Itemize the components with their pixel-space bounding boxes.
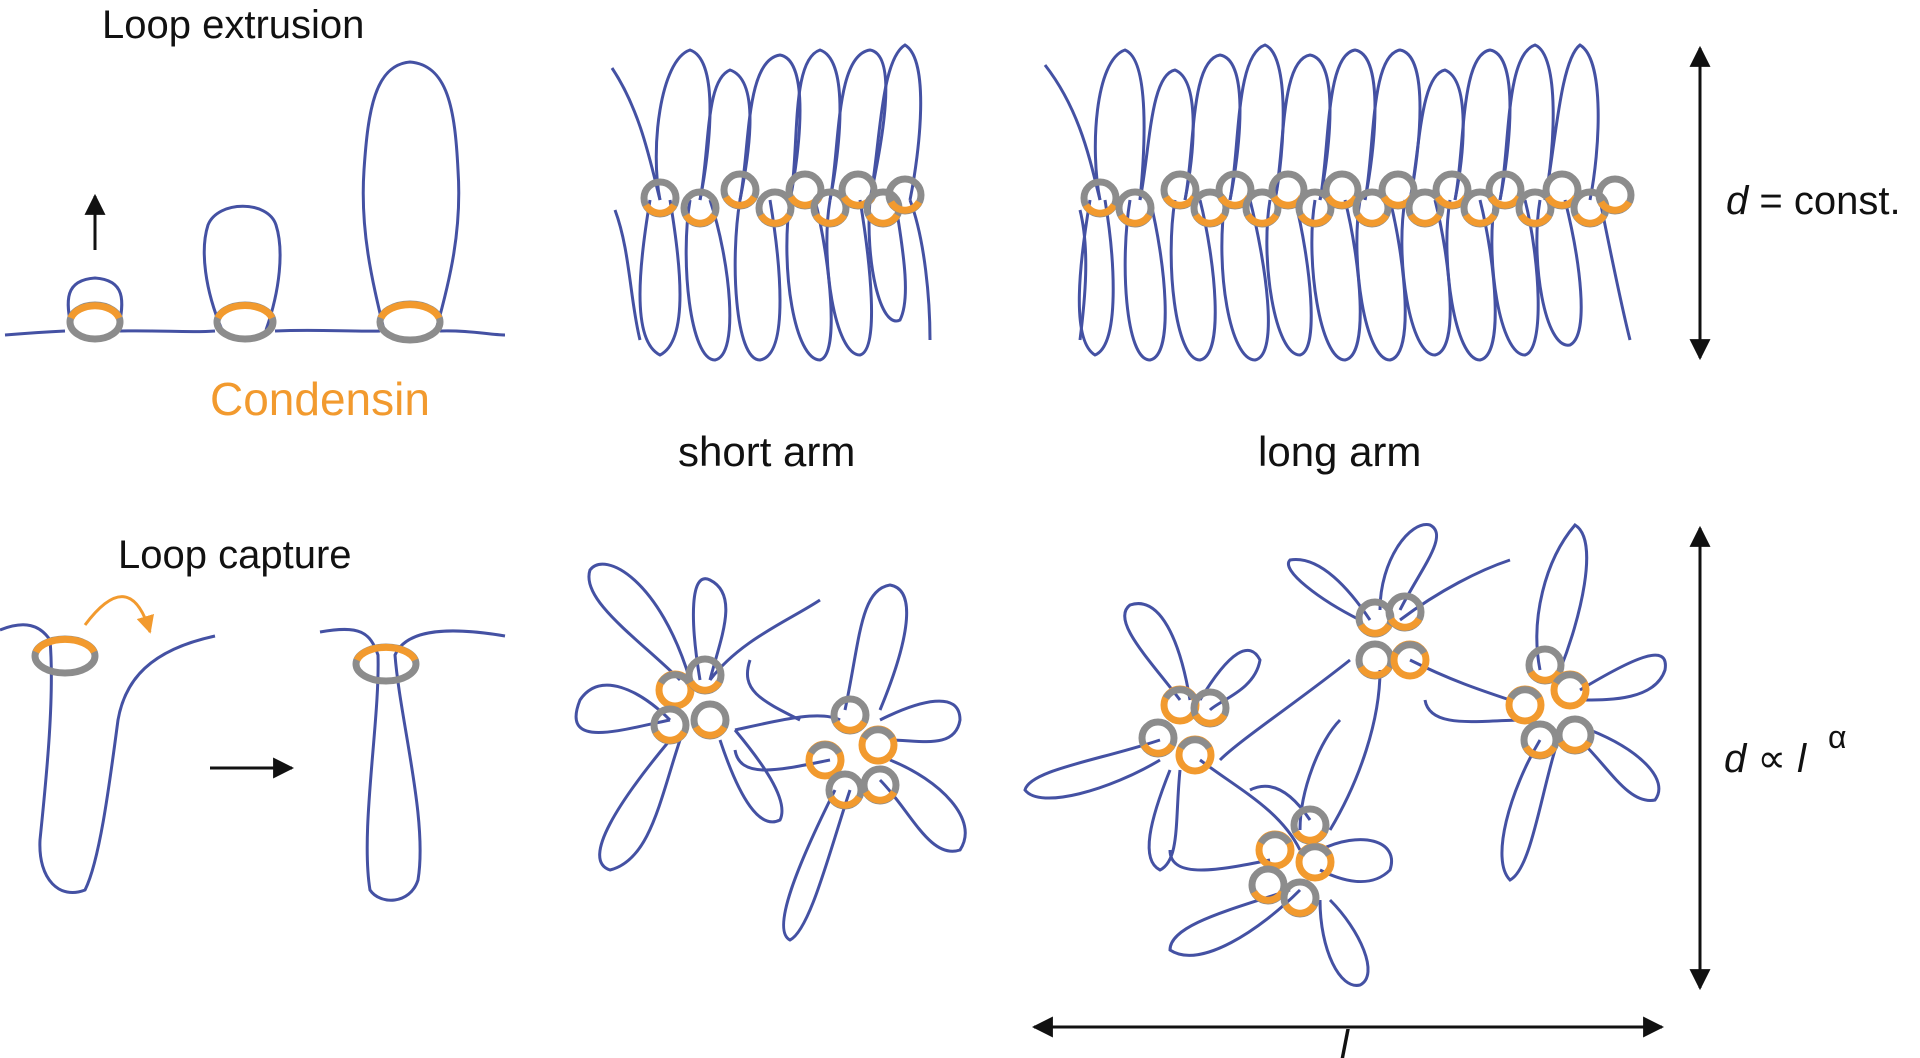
d-const-label: d = const. (1726, 179, 1901, 223)
extrusion-condensin-rings (66, 300, 444, 344)
short-arm-condensin-rings (640, 170, 925, 228)
extrusion-loop-large (361, 60, 461, 331)
condensin-label: Condensin (210, 373, 430, 425)
long-arm-extrusion (1043, 43, 1632, 362)
loop-extrusion-title: Loop extrusion (102, 3, 364, 47)
d-prop-d: d (1724, 737, 1748, 781)
capture-curved-arrow (83, 595, 154, 634)
long-arm-capture-rings (1138, 592, 1595, 918)
extrusion-chromatin-baseline (4, 328, 506, 337)
loop-capture-title: Loop capture (118, 533, 352, 577)
condensin-ring-3-orange (377, 301, 443, 320)
d-const-d: d (1726, 179, 1750, 223)
condensin-ring-1-orange (67, 302, 123, 320)
d-prop-sym: ∝ (1746, 737, 1797, 781)
short-arm-capture (574, 562, 967, 942)
long-arm-capture (1023, 523, 1667, 987)
short-arm-extrusion (610, 43, 932, 362)
loop-capture-panel (0, 623, 506, 902)
d-const-rest: = const. (1748, 179, 1900, 223)
d-prop-alpha: α (1828, 719, 1847, 755)
d-prop-label: d ∝ l (1724, 737, 1807, 781)
short-arm-label: short arm (678, 428, 855, 475)
long-arm-condensin-rings (1080, 170, 1635, 228)
capture-ring-after-orange (353, 643, 419, 662)
condensin-ring-2-orange (214, 302, 276, 320)
capture-condensin-rings (31, 635, 420, 685)
short-arm-capture-rings (650, 655, 900, 810)
capture-chain-before (0, 623, 216, 894)
capture-ring-before-orange (32, 635, 98, 654)
long-arm-label: long arm (1258, 428, 1421, 475)
loop-extrusion-panel (4, 60, 506, 337)
extrusion-loop-medium (202, 204, 282, 331)
l-axis-label: l (1340, 1023, 1350, 1058)
extrusion-loop-small (66, 276, 124, 331)
d-prop-l: l (1797, 737, 1807, 781)
